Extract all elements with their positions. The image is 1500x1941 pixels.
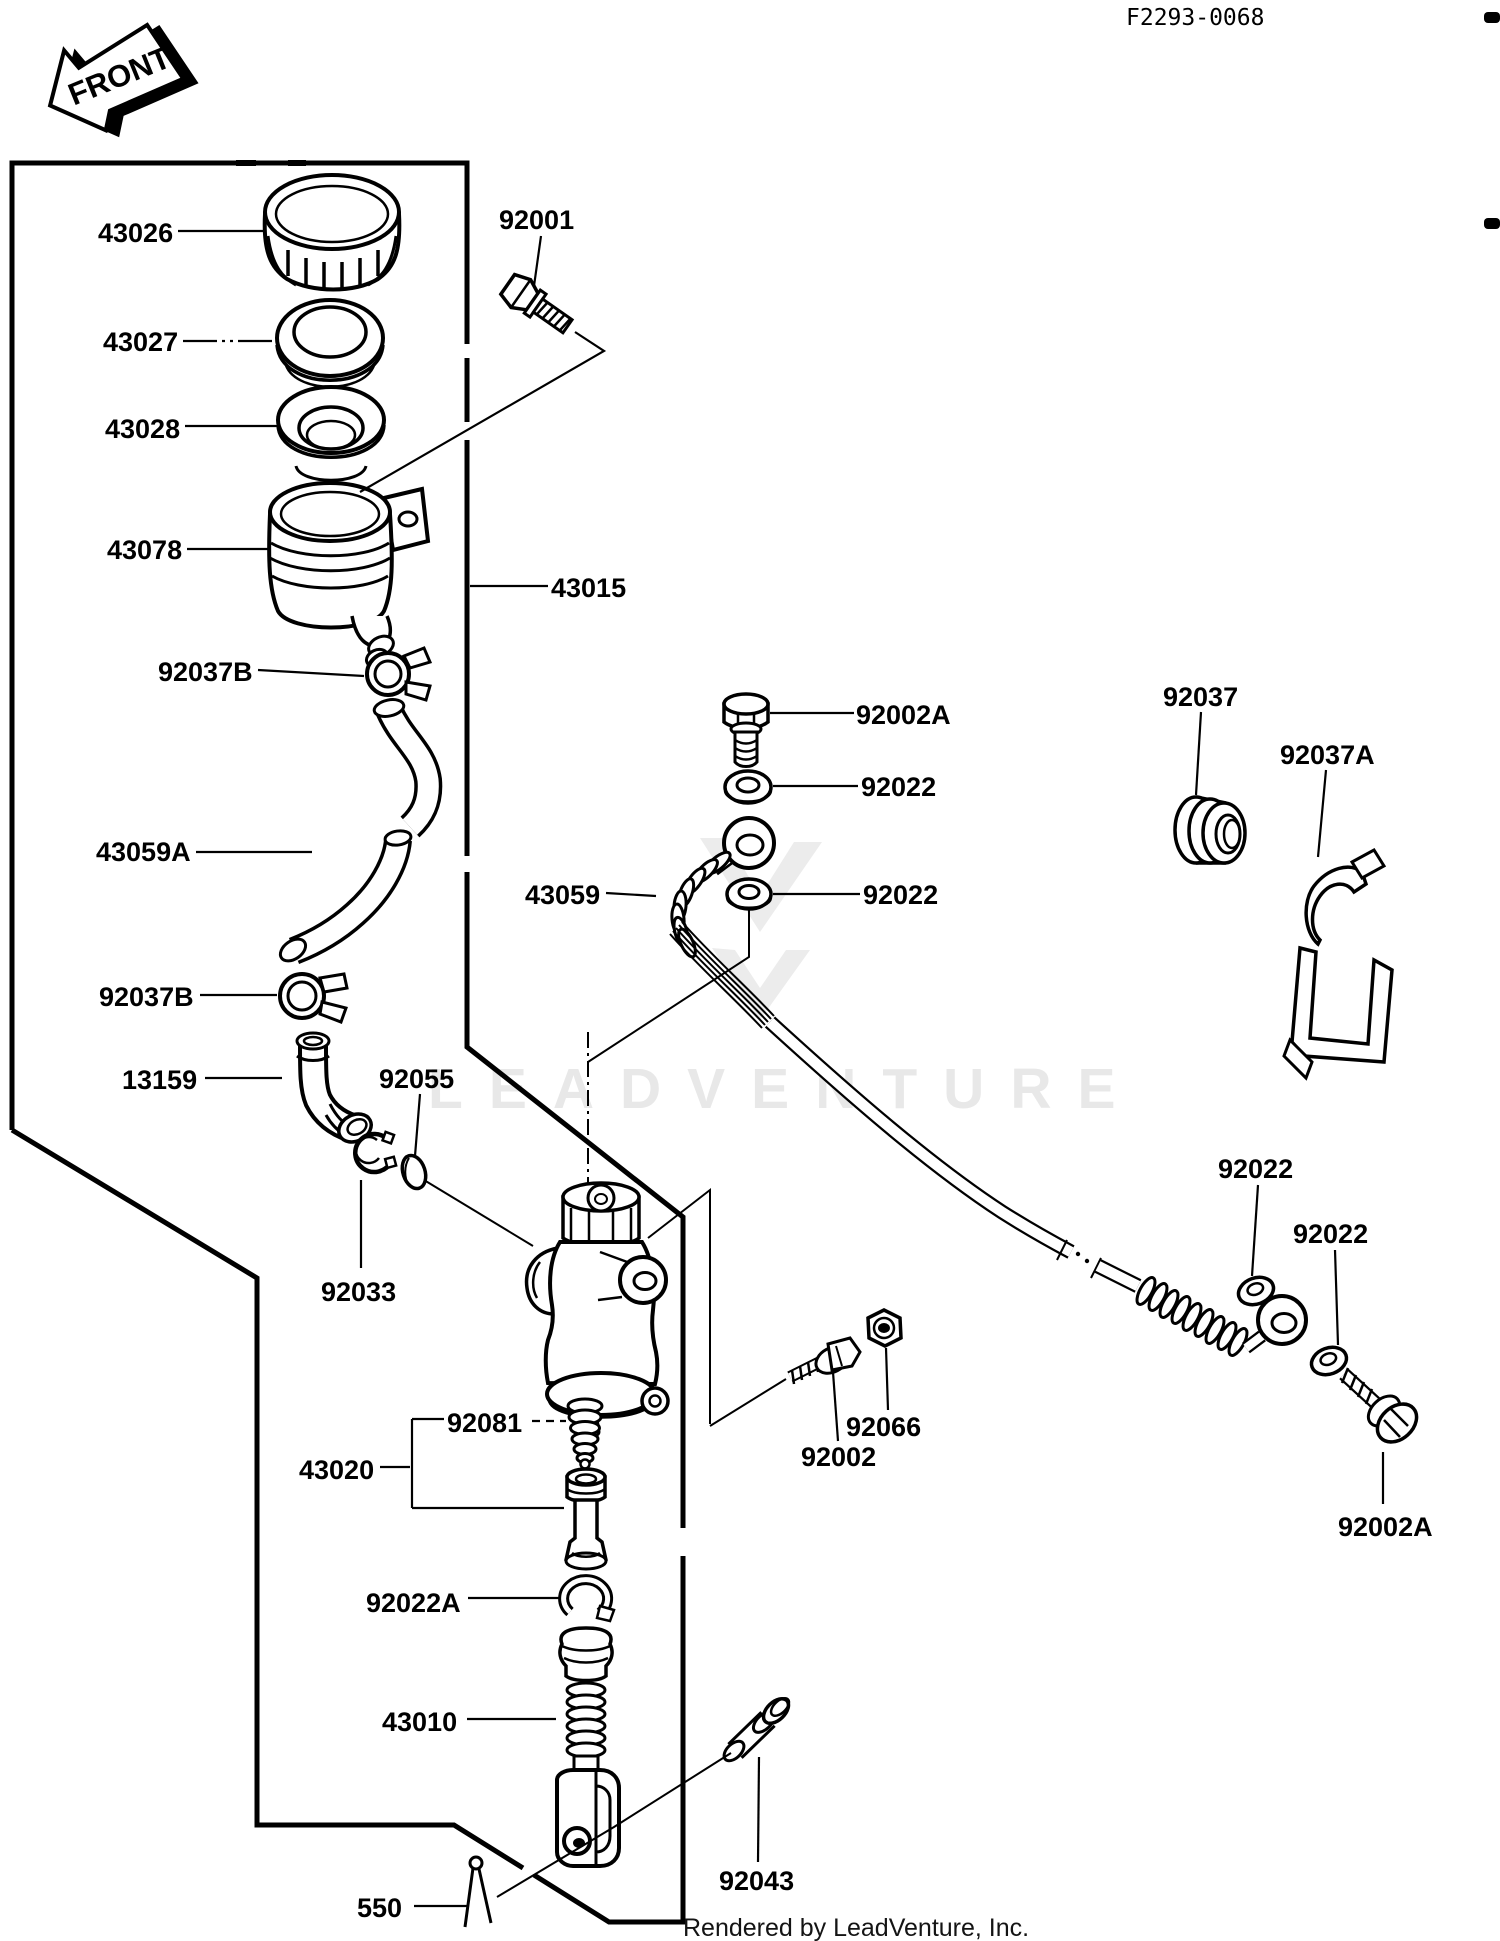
part-label-13159: 13159: [122, 1065, 197, 1095]
part-label-92081: 92081: [447, 1408, 522, 1438]
hose-43059a: [278, 698, 443, 965]
circlip-92022a: [558, 1574, 616, 1623]
part-label-92022-right-2: 92022: [1293, 1219, 1368, 1249]
part-label-43059a: 43059A: [96, 837, 191, 867]
part-label-92022a: 92022A: [366, 1588, 461, 1618]
part-label-43020: 43020: [299, 1455, 374, 1485]
joint-pin-92043: [722, 1696, 791, 1763]
cap-knurl-slots: [286, 250, 380, 290]
nut-92066: [866, 1308, 903, 1348]
part-label-43015: 43015: [551, 573, 626, 603]
part-label-92001: 92001: [499, 205, 574, 235]
washer-92022-mid: [725, 877, 773, 911]
washer-92022-top: [723, 769, 773, 805]
part-label-92055: 92055: [379, 1064, 454, 1094]
banjo-bolt-92002a-bottom: [1339, 1367, 1419, 1444]
part-label-92066: 92066: [846, 1412, 921, 1442]
bolt-92002: [787, 1336, 862, 1385]
figure-border: [9, 160, 686, 1925]
part-label-92022-right-1: 92022: [1218, 1154, 1293, 1184]
part-label-92037b-top: 92037B: [158, 657, 253, 687]
front-direction-arrow: FRONT: [47, 22, 199, 138]
banjo-bolt-92002a-top: [722, 692, 770, 768]
part-label-92033: 92033: [321, 1277, 396, 1307]
watermark-text: LEADVENTURE: [428, 1057, 1142, 1121]
hose-braid-lines: [669, 921, 775, 1029]
elbow-fitting-13159: [295, 1031, 373, 1144]
registration-marks: [1484, 12, 1500, 229]
part-label-92043: 92043: [719, 1866, 794, 1896]
part-label-43078: 43078: [107, 535, 182, 565]
part-label-92002a-top: 92002A: [856, 700, 951, 730]
circlip-92033: [353, 1130, 398, 1175]
grommet-92037: [1173, 795, 1247, 865]
part-label-92002a-bottom: 92002A: [1338, 1512, 1433, 1542]
part-label-43026: 43026: [98, 218, 173, 248]
part-label-43010: 43010: [382, 1707, 457, 1737]
diaphragm-43028: [276, 385, 386, 482]
part-label-92037a: 92037A: [1280, 740, 1375, 770]
part-label-43059: 43059: [525, 880, 600, 910]
diagram-code: F2293-0068: [1126, 5, 1264, 31]
part-label-43027: 43027: [103, 327, 178, 357]
part-label-92037: 92037: [1163, 682, 1238, 712]
leadventure-logo-watermark: LEADVENTURE: [428, 838, 1142, 1121]
footer-credit: Rendered by LeadVenture, Inc.: [683, 1914, 1029, 1941]
spring-92081: [566, 1397, 604, 1470]
seal-ring-43027: [275, 298, 385, 388]
washer-92022-right-1: [1236, 1275, 1276, 1307]
push-rod-43010: [555, 1626, 621, 1868]
part-label-92002: 92002: [801, 1442, 876, 1472]
oring-92055: [400, 1153, 428, 1191]
clamp-92037b-top: [365, 646, 433, 702]
part-label-550: 550: [357, 1893, 402, 1923]
hose-coil-guard-lower: [1135, 1276, 1249, 1357]
cotter-pin-550: [463, 1855, 493, 1928]
hose-break-mark: [1056, 1239, 1102, 1279]
part-label-92022-mid: 92022: [863, 880, 938, 910]
part-label-92022-top: 92022: [861, 772, 936, 802]
part-label-43028: 43028: [105, 414, 180, 444]
brake-hose-43059: [669, 816, 1308, 1357]
part-label-92037b-bottom: 92037B: [99, 982, 194, 1012]
piston-assembly-43020: [564, 1467, 608, 1571]
leader-lines: [178, 229, 1385, 1908]
clamp-92037a: [1282, 848, 1394, 1081]
clamp-92037b-bottom: [278, 972, 349, 1024]
reservoir-cap-43026: [262, 173, 402, 292]
washer-92022-right-2: [1309, 1345, 1349, 1377]
construction-lines: [423, 910, 787, 1898]
reservoir-43078: [267, 481, 431, 669]
bolt-92001: [498, 272, 575, 335]
